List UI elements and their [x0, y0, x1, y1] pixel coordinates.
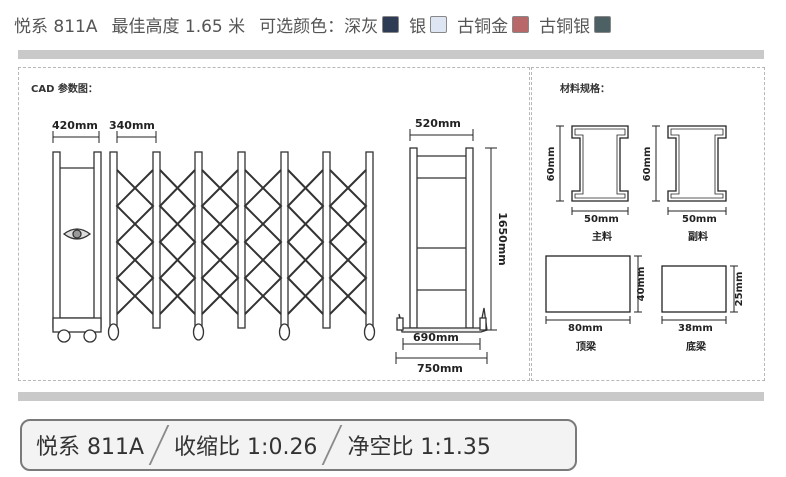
footer-model: 悦系 811A	[36, 435, 145, 460]
materials-panel: 材料规格： 60mm 50mm 主料 60mm 50mm 副料	[531, 67, 765, 381]
color-name: 深灰	[344, 16, 379, 37]
top-beam-label: 顶梁	[576, 340, 597, 353]
dim-height-line	[485, 147, 497, 331]
color-option: 古铜银	[539, 12, 612, 37]
cad-drawing: 420mm 340mm	[52, 117, 509, 375]
dim-base-lines	[395, 338, 488, 364]
sub-profile	[667, 125, 727, 202]
gate-lattice-posts	[107, 151, 376, 341]
best-height: 最佳高度 1.65 米	[111, 16, 246, 37]
dim-height-label: 1650mm	[496, 212, 509, 266]
dim-side-width-line	[409, 129, 474, 141]
footer-clear-ratio: 净空比 1:1.35	[347, 435, 491, 460]
sub-height-label: 60mm	[642, 147, 653, 182]
bottom-beam-height-label: 25mm	[734, 272, 745, 307]
materials-drawing: 60mm 50mm 主料 60mm 50mm 副料 40mm 80mm 顶梁	[545, 125, 745, 353]
color-option: 银	[409, 12, 448, 37]
main-width-label: 50mm	[584, 214, 619, 225]
color-name: 古铜银	[539, 16, 591, 37]
color-option: 古铜金	[457, 12, 530, 37]
header-spec-line: 悦系 811A 最佳高度 1.65 米 可选颜色： 深灰 银 古铜金 古铜银	[14, 6, 774, 42]
model-name: 悦系 811A	[14, 16, 98, 37]
footer-spec-box: 悦系 811A 收缩比 1:0.26 净空比 1:1.35	[20, 419, 577, 471]
cad-panel: CAD 参数图： 420mm 340mm	[18, 67, 530, 381]
top-beam-height-label: 40mm	[636, 267, 647, 302]
main-dims	[556, 125, 629, 215]
dim-base-inner-label: 690mm	[413, 331, 459, 344]
top-beam-width-label: 80mm	[568, 323, 603, 334]
gate-head-post	[52, 151, 102, 343]
bottom-beam-width-label: 38mm	[678, 323, 713, 334]
color-name: 古铜金	[457, 16, 509, 37]
dim-side-width-label: 520mm	[415, 117, 461, 130]
color-name: 银	[409, 16, 427, 37]
color-options: 深灰 银 古铜金 古铜银	[344, 12, 621, 37]
dim-pitch-label: 340mm	[109, 119, 155, 132]
color-swatch	[594, 15, 612, 33]
sub-dims	[652, 125, 727, 215]
dim-pitch-line	[116, 131, 157, 143]
top-beam-profile	[545, 255, 631, 313]
bottom-divider-bar	[18, 392, 764, 401]
main-label: 主料	[592, 230, 612, 243]
materials-title: 材料规格：	[560, 84, 610, 95]
color-swatch	[512, 15, 530, 33]
sub-label: 副料	[688, 230, 708, 243]
main-profile	[571, 125, 629, 202]
bottom-beam-profile	[661, 265, 727, 313]
footer-retract-ratio: 收缩比 1:0.26	[174, 435, 318, 460]
color-swatch	[382, 15, 400, 33]
colors-label: 可选颜色：	[259, 16, 345, 37]
top-divider-bar	[18, 50, 764, 59]
sub-width-label: 50mm	[682, 214, 717, 225]
dim-base-outer-label: 750mm	[417, 362, 463, 375]
main-height-label: 60mm	[546, 147, 557, 182]
color-swatch	[430, 15, 448, 33]
gate-lattice-scissors	[115, 169, 368, 315]
color-option: 深灰	[344, 12, 400, 37]
gate-side-view	[396, 147, 488, 333]
dim-head-label: 420mm	[52, 119, 98, 132]
top-beam-dims	[545, 255, 642, 324]
bottom-beam-dims	[661, 265, 738, 324]
cad-title: CAD 参数图：	[31, 84, 98, 95]
dim-head-line	[52, 131, 100, 143]
bottom-beam-label: 底梁	[686, 340, 707, 353]
